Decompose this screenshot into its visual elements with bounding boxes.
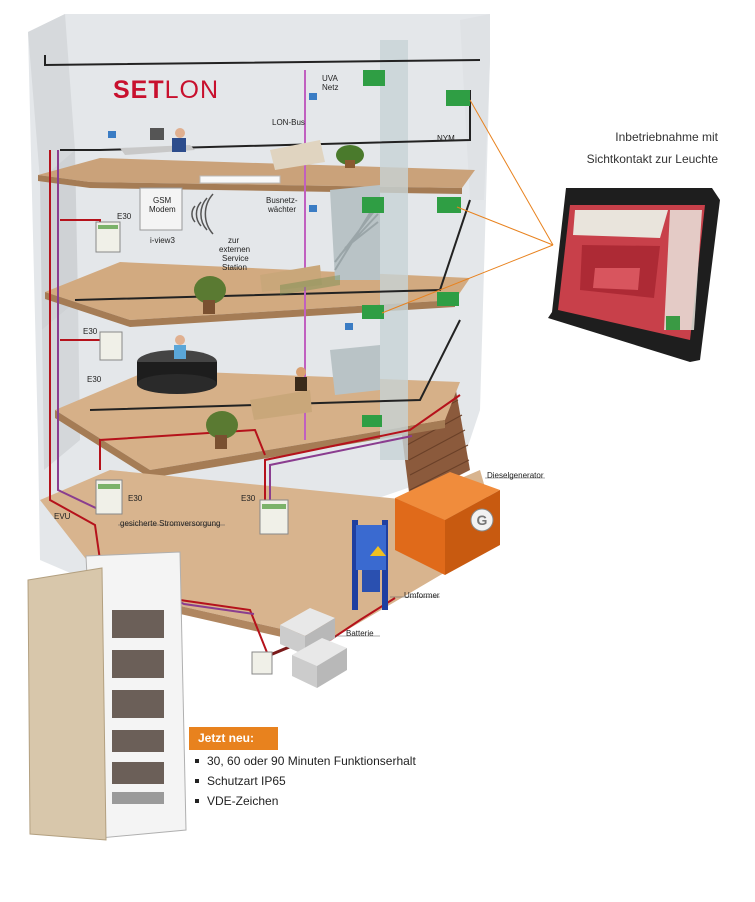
distribution-box-floor2 — [95, 221, 121, 253]
label-leaders — [118, 477, 545, 637]
logo-brand-light: LON — [164, 76, 220, 104]
callout-lines — [381, 99, 554, 314]
callout-text: Inbetriebnahme mit Sichtkontakt zur Leuc… — [540, 126, 718, 170]
label-ext-1: zur — [228, 236, 240, 245]
distribution-cabinet — [27, 551, 187, 841]
ceiling-light — [199, 175, 281, 184]
label-umformer: Umformer — [404, 591, 440, 600]
new-badge: Jetzt neu: — [189, 727, 278, 750]
label-lon-bus: LON-Bus — [272, 118, 305, 127]
label-busnetz-1: Busnetz- — [266, 196, 298, 205]
gsm-modem — [139, 187, 214, 235]
top-floor-furniture — [270, 140, 364, 170]
feature-list: 30, 60 oder 90 Minuten Funktionserhalt S… — [195, 751, 416, 811]
label-ext-4: Station — [222, 263, 247, 272]
label-e30-floor2: E30 — [117, 212, 132, 221]
setlon-logo: SETLON — [113, 76, 219, 105]
tablet-device — [548, 188, 720, 362]
label-iview: i-view3 — [150, 236, 175, 245]
label-ext-3: Service — [222, 254, 249, 263]
label-ext-2: externen — [219, 245, 251, 254]
battery-racks — [251, 608, 347, 688]
label-busnetz-2: wächter — [268, 205, 297, 214]
label-nym: NYM — [437, 134, 455, 143]
label-e30-ground-right: E30 — [241, 494, 256, 503]
label-dieselgenerator: Dieselgenerator — [487, 471, 544, 480]
label-batterie: Batterie — [346, 629, 374, 638]
office-desk — [120, 128, 195, 155]
logo-brand-bold: SET — [113, 76, 165, 104]
first-floor-furniture — [206, 367, 312, 449]
label-gesicherte-stromversorgung: gesicherte Stromversorgung — [120, 519, 221, 528]
second-floor-furniture — [194, 265, 340, 314]
reception-desk — [99, 331, 217, 394]
label-uva: UVA — [322, 74, 338, 83]
generator-symbol: G — [477, 512, 488, 528]
label-evu: EVU — [54, 512, 71, 521]
callout-line-1: Inbetriebnahme mit — [615, 130, 718, 144]
feature-item: VDE-Zeichen — [195, 791, 416, 811]
callout-line-2: Sichtkontakt zur Leuchte — [586, 152, 718, 166]
label-e30-ground-left: E30 — [128, 494, 143, 503]
exit-signs — [362, 70, 470, 427]
diesel-generator: G — [395, 472, 500, 575]
feature-item: 30, 60 oder 90 Minuten Funktionserhalt — [195, 751, 416, 771]
e30-boxes-ground — [95, 479, 289, 535]
label-e30-floor1-b: E30 — [87, 375, 102, 384]
label-e30-floor1: E30 — [83, 327, 98, 336]
converter — [352, 520, 388, 610]
label-gsm-2: Modem — [149, 205, 176, 214]
label-gsm-1: GSM — [153, 196, 172, 205]
feature-item: Schutzart IP65 — [195, 771, 416, 791]
label-netz: Netz — [322, 83, 339, 92]
